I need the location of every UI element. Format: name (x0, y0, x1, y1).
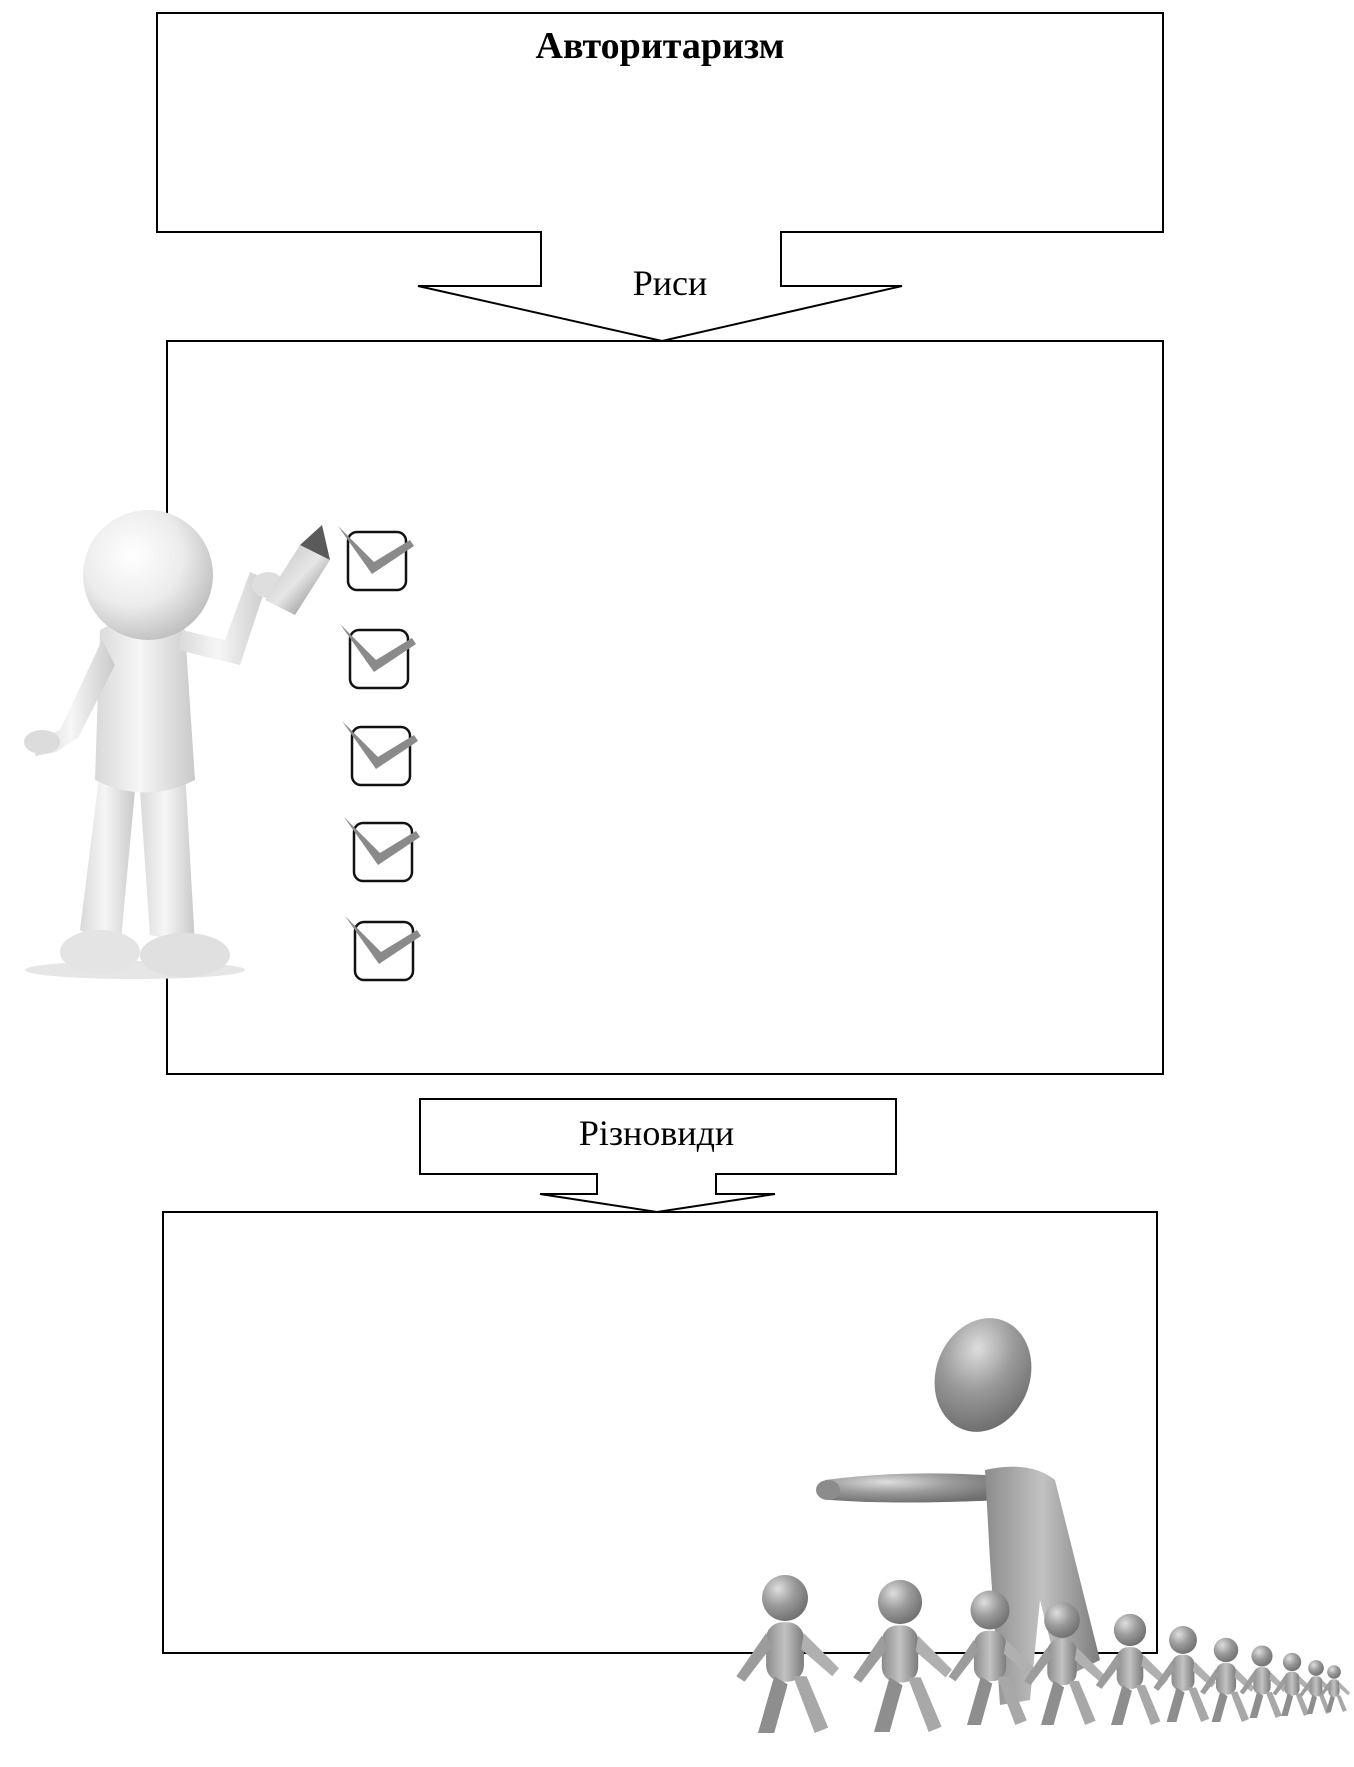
features-box (167, 341, 1163, 1074)
checklist-person-illustration (24, 510, 421, 980)
leader-with-group-illustration (736, 1304, 1350, 1733)
diagram-title: Авторитаризм (160, 24, 1160, 68)
types-arrow-label: Різновиди (420, 1112, 893, 1154)
features-arrow-label: Риси (565, 262, 775, 304)
